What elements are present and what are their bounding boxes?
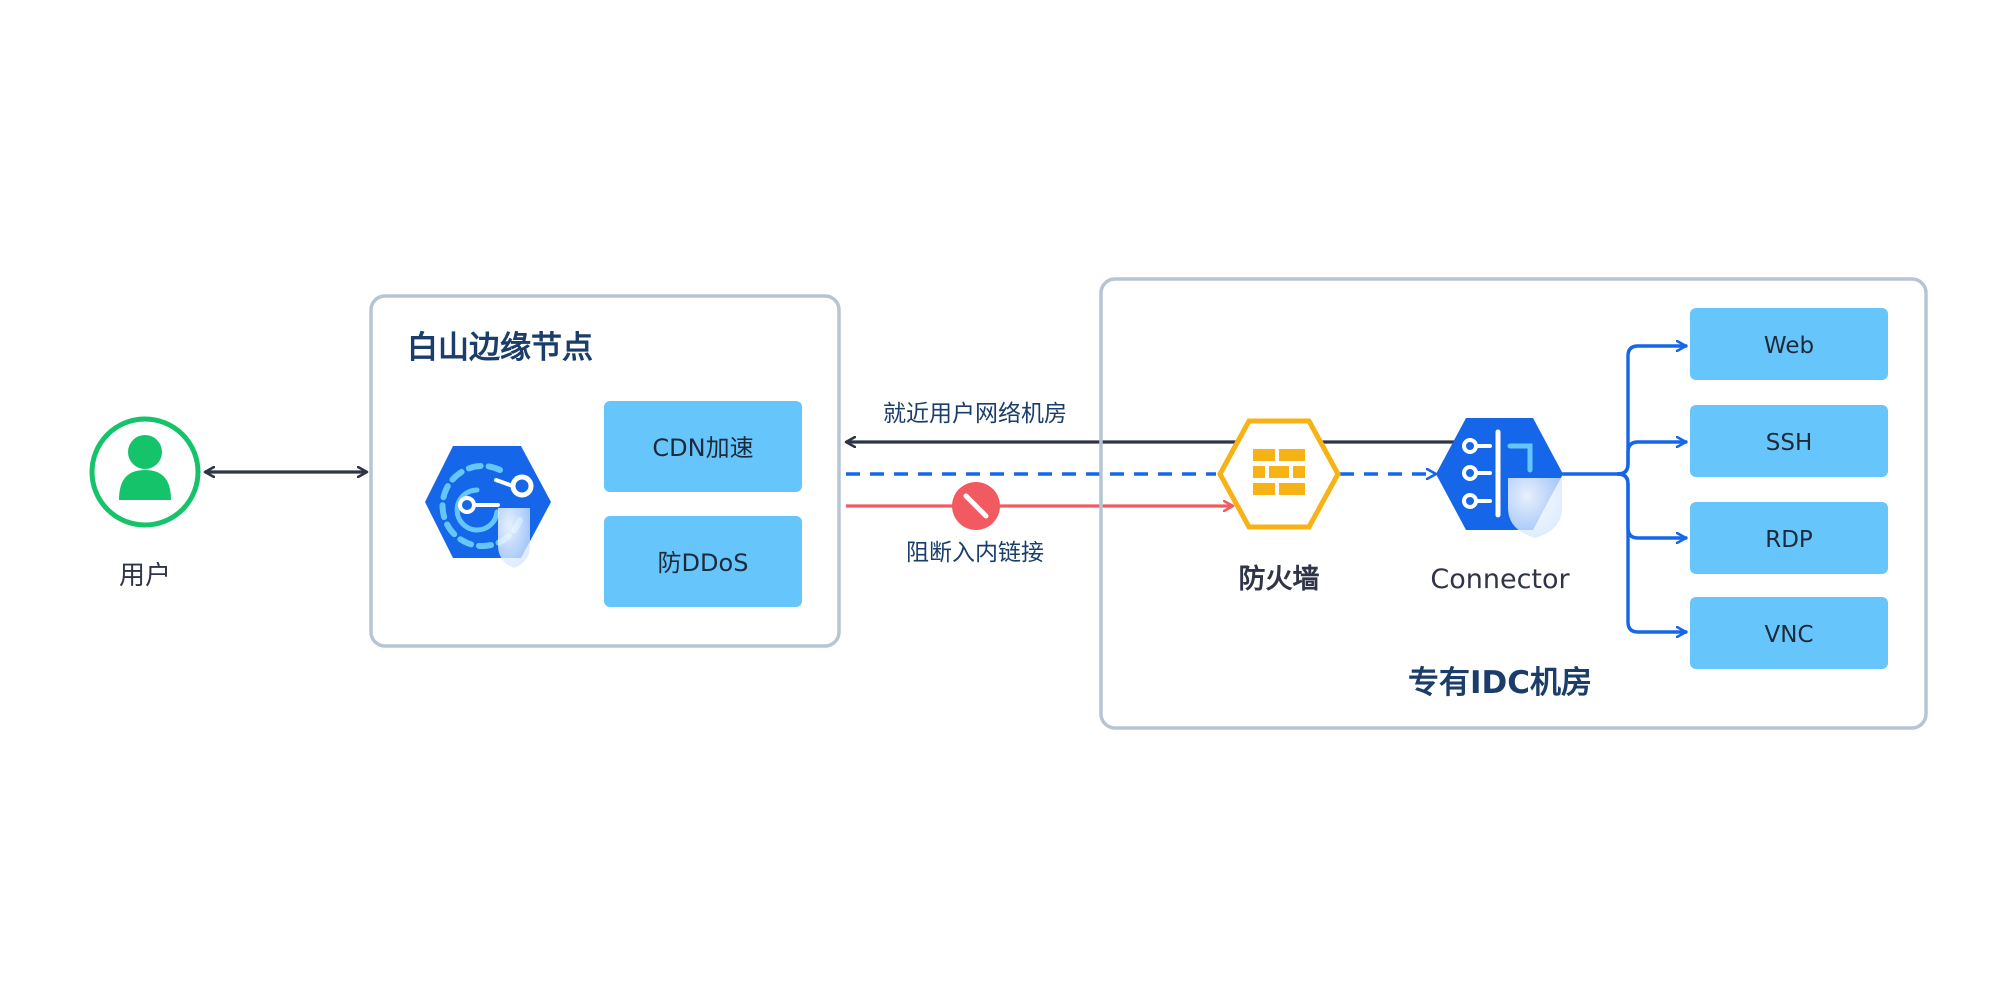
connector-icon xyxy=(1436,418,1563,538)
block-link-label: 阻断入内链接 xyxy=(906,540,1044,566)
target-label-ssh: SSH xyxy=(1766,430,1813,456)
target-box-web: Web xyxy=(1690,308,1888,380)
service-box-ddos: 防DDoS xyxy=(604,516,802,607)
target-box-rdp: RDP xyxy=(1690,502,1888,574)
user-label: 用户 xyxy=(119,561,171,591)
firewall-label: 防火墙 xyxy=(1239,564,1320,595)
connector-target-links xyxy=(1561,346,1688,632)
block-icon xyxy=(952,482,1000,530)
firewall-icon xyxy=(1217,418,1341,530)
edge-node-container: 白山边缘节点 CDN加速 防DDoS xyxy=(369,294,841,648)
user-node: 用户 xyxy=(89,416,201,591)
idc-box xyxy=(1099,277,1928,730)
target-label-web: Web xyxy=(1764,333,1814,359)
target-box-ssh: SSH xyxy=(1690,405,1888,477)
target-label-vnc: VNC xyxy=(1765,622,1814,648)
target-box-vnc: VNC xyxy=(1690,597,1888,669)
service-box-cdn: CDN加速 xyxy=(604,401,802,492)
user-icon xyxy=(119,435,171,500)
edge-node-icon xyxy=(425,446,551,568)
idc-title: 专有IDC机房 xyxy=(1408,665,1592,701)
idc-container: 专有IDC机房 防火墙 xyxy=(1099,277,1928,730)
nearest-link-label: 就近用户网络机房 xyxy=(883,401,1067,427)
connector-label: Connector xyxy=(1430,564,1570,595)
target-label-rdp: RDP xyxy=(1765,527,1813,553)
edge-node-title: 白山边缘节点 xyxy=(407,330,593,366)
service-label-cdn: CDN加速 xyxy=(652,434,753,462)
service-label-ddos: 防DDoS xyxy=(658,549,749,577)
